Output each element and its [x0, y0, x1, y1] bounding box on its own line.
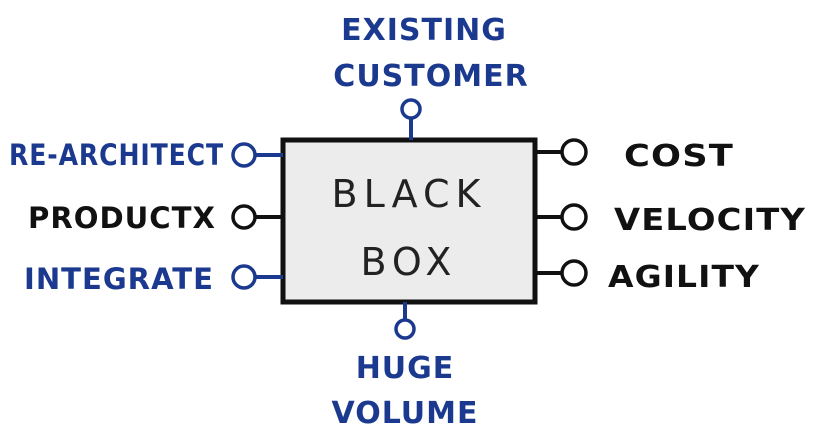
right-connector-node-3: [560, 259, 588, 287]
bottom-connector-node: [394, 318, 416, 340]
right-label-cost: COST: [624, 139, 734, 174]
left-connector-node-2: [231, 204, 257, 230]
box-label-line1: BLACK: [332, 172, 487, 216]
left-connector-node-3: [231, 264, 257, 290]
top-label-line1: EXISTING: [341, 13, 507, 48]
bottom-label-line2: VOLUME: [332, 396, 479, 431]
box-label-line2: BOX: [361, 240, 458, 284]
right-connector-node-2: [560, 203, 588, 231]
left-label-re-architect: RE-ARCHITECT: [9, 138, 224, 172]
top-label-line2: CUSTOMER: [333, 59, 528, 94]
left-label-productx: PRODUCTX: [28, 201, 216, 235]
bottom-label-line1: HUGE: [356, 351, 455, 386]
left-connector-node-1: [231, 142, 257, 168]
right-label-velocity: VELOCITY: [614, 203, 806, 238]
top-connector-node: [400, 98, 422, 120]
right-label-agility: AGILITY: [608, 260, 760, 295]
black-box: [280, 137, 538, 305]
right-connector-node-1: [560, 138, 588, 166]
left-label-integrate: INTEGRATE: [24, 262, 214, 296]
